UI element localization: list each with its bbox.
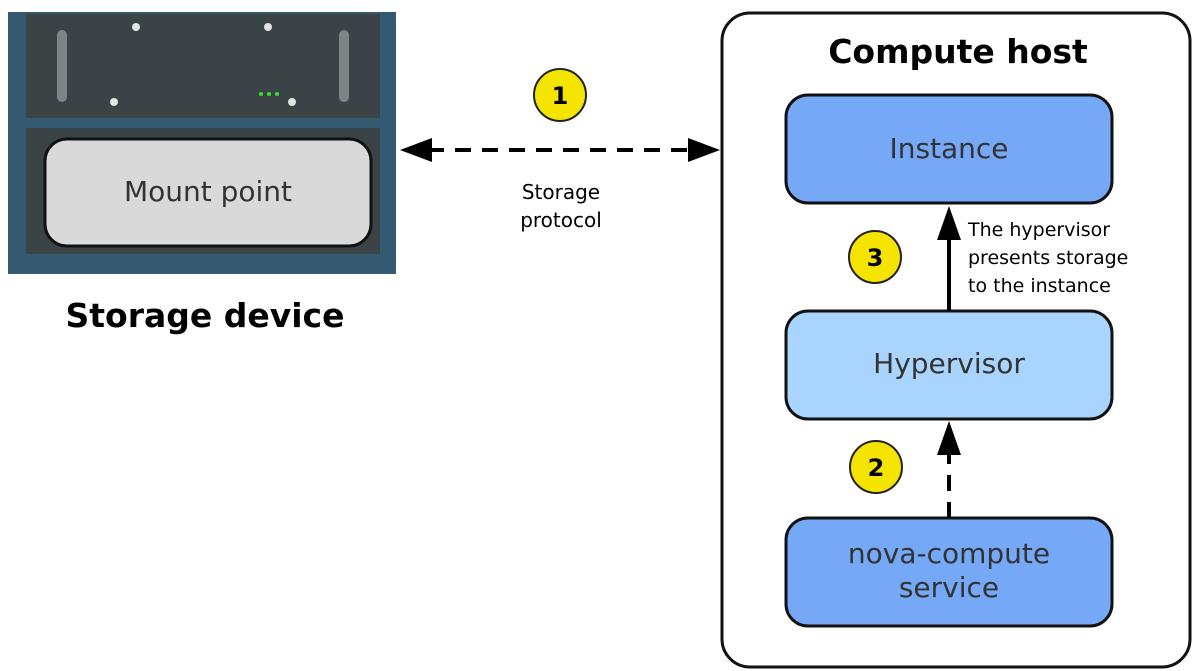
arrow-right-icon	[688, 138, 720, 162]
presents-annotation-line2: presents storage	[968, 247, 1128, 269]
arrow-up-icon	[937, 421, 961, 455]
storage-protocol-connection: 1 Storage protocol	[400, 68, 720, 232]
arrow-up-icon	[937, 206, 961, 240]
step-badge-1-label: 1	[552, 82, 569, 110]
step-badge-2-label: 2	[868, 454, 885, 482]
storage-device-top-panel	[26, 14, 380, 118]
storage-protocol-label-line2: protocol	[520, 208, 602, 232]
step-badge-3	[848, 230, 902, 284]
status-led-icon	[267, 92, 271, 96]
storage-handle-left	[57, 30, 67, 102]
step-badge-2	[849, 440, 903, 494]
step-badge-3-label: 3	[867, 244, 884, 272]
status-led-icon	[275, 92, 279, 96]
compute-host: Compute host Instance Hypervisor nova-co…	[720, 11, 1192, 669]
mount-point-box	[43, 137, 373, 248]
nova-compute-label-line2: service	[899, 571, 999, 604]
arrow-left-icon	[400, 138, 432, 162]
presents-annotation-line3: to the instance	[968, 275, 1111, 297]
step-badge-1	[533, 68, 587, 122]
nova-compute-label-line1: nova-compute	[848, 537, 1050, 570]
storage-device-label: Storage device	[65, 296, 344, 335]
instance-label: Instance	[889, 132, 1008, 165]
hypervisor-label: Hypervisor	[873, 347, 1025, 380]
storage-protocol-label-line1: Storage	[522, 180, 600, 204]
status-led-icon	[259, 92, 263, 96]
instance-box	[784, 93, 1114, 205]
screw-icon	[132, 23, 140, 31]
screw-icon	[264, 23, 272, 31]
storage-handle-right	[339, 30, 349, 102]
storage-device: Mount point	[8, 12, 396, 274]
mount-point-label: Mount point	[124, 175, 292, 208]
screw-icon	[288, 98, 296, 106]
screw-icon	[110, 98, 118, 106]
presents-annotation-line1: The hypervisor	[967, 219, 1110, 241]
compute-host-title: Compute host	[828, 32, 1088, 71]
